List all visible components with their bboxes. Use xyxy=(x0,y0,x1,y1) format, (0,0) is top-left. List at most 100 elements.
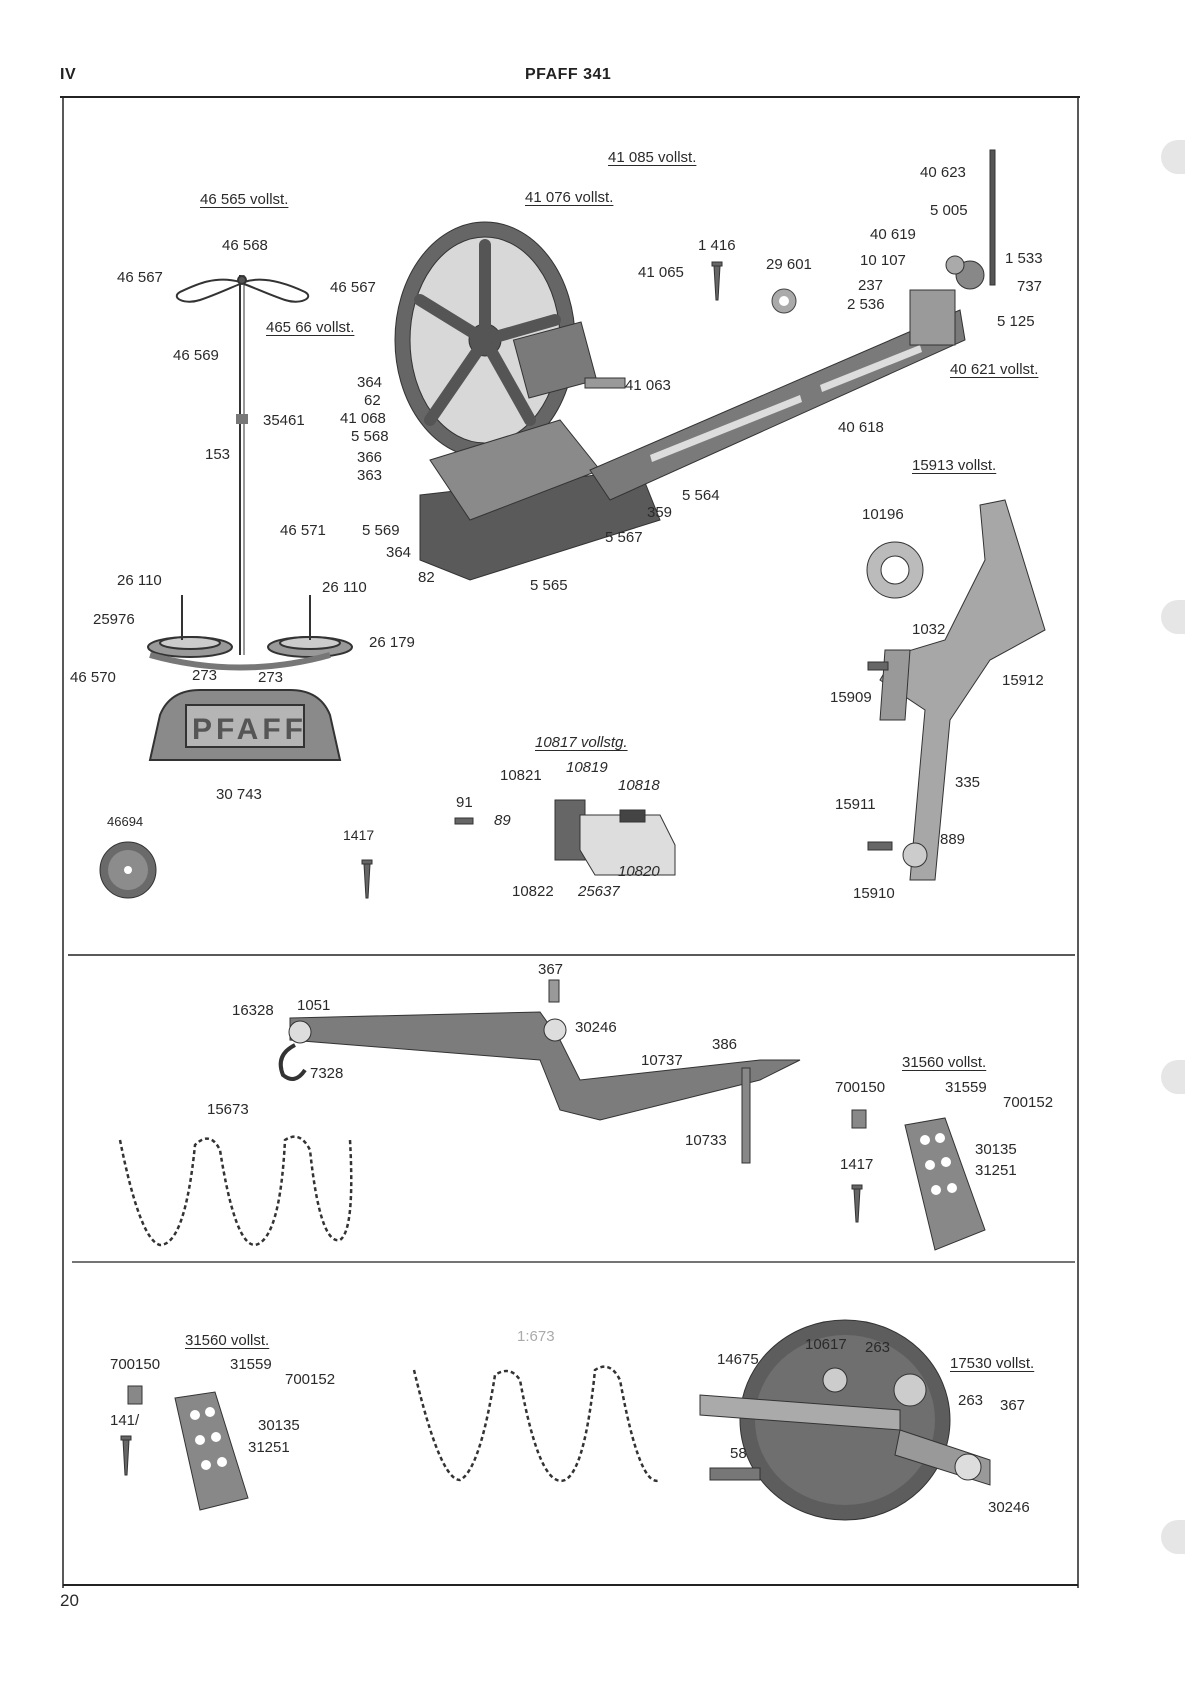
label-spool: 26 179 xyxy=(369,634,415,651)
chain-drawing xyxy=(118,1135,661,1483)
label-base: 30 743 xyxy=(216,786,262,803)
label-clamp: 35461 xyxy=(263,412,305,429)
label-rod: 46 571 xyxy=(280,522,326,539)
label-16328: 16328 xyxy=(232,1002,274,1019)
label-10617: 10617 xyxy=(805,1336,847,1353)
label-1417: 1417 xyxy=(840,1156,874,1173)
label-stand-top: 46 568 xyxy=(222,237,268,254)
label-58: 58 xyxy=(730,1445,747,1462)
label-91: 91 xyxy=(456,794,473,811)
label-700152-2: 700152 xyxy=(285,1371,336,1388)
label-1051: 1051 xyxy=(297,997,331,1014)
label-plate-left: 46 570 xyxy=(70,669,116,686)
label-14675: 14675 xyxy=(717,1351,759,1368)
thread-stand-drawing xyxy=(147,275,353,671)
label-25637: 25637 xyxy=(578,883,620,900)
label-winder-sub-assembly: 41 076 vollst. xyxy=(525,189,614,206)
label-10737: 10737 xyxy=(641,1052,683,1069)
pedal-rod-drawing xyxy=(278,979,801,1164)
label-stand-assembly: 46 565 vollst. xyxy=(200,191,289,208)
label-700152: 700152 xyxy=(1003,1094,1054,1111)
label-knee-lever-assembly: 15913 vollst. xyxy=(912,457,997,474)
label-62: 62 xyxy=(364,392,381,409)
label-364a: 364 xyxy=(357,374,383,391)
washer-drawing xyxy=(771,288,797,314)
label-1032: 1032 xyxy=(912,621,946,638)
label-737: 737 xyxy=(1017,278,1043,295)
label-82: 82 xyxy=(418,569,435,586)
binder-hole xyxy=(1161,1520,1185,1554)
treadle-mechanism-drawing xyxy=(699,1319,991,1521)
label-5565: 5 565 xyxy=(530,577,568,594)
label-31559-2: 31559 xyxy=(230,1356,272,1373)
label-wood-screw: 1417 xyxy=(343,827,375,843)
label-bracket-assembly: 40 621 vollst. xyxy=(950,361,1039,378)
label-30246-2: 30246 xyxy=(988,1499,1030,1516)
label-ring-left: 273 xyxy=(192,667,218,684)
binder-hole xyxy=(1161,140,1185,174)
label-5005: 5 005 xyxy=(930,202,968,219)
label-wheel: 41 065 xyxy=(638,264,684,281)
label-mechanism-assembly: 17530 vollst. xyxy=(950,1355,1035,1372)
label-10733: 10733 xyxy=(685,1132,727,1149)
felt-disc-drawing xyxy=(99,841,157,899)
label-7328: 7328 xyxy=(310,1065,344,1082)
page-number: 20 xyxy=(60,1591,79,1610)
label-screw-1416: 1 416 xyxy=(698,237,736,254)
label-10821: 10821 xyxy=(500,767,542,784)
label-700150-2: 700150 xyxy=(110,1356,161,1373)
label-10822: 10822 xyxy=(512,883,554,900)
label-15909: 15909 xyxy=(830,689,872,706)
label-30246: 30246 xyxy=(575,1019,617,1036)
binder-hole xyxy=(1161,1060,1185,1094)
label-700150: 700150 xyxy=(835,1079,886,1096)
label-40623: 40 623 xyxy=(920,164,966,181)
label-5125: 5 125 xyxy=(997,313,1035,330)
label-89: 89 xyxy=(494,812,511,829)
label-bar: 40 618 xyxy=(838,419,884,436)
label-367-2: 367 xyxy=(1000,1397,1026,1414)
binder-hole xyxy=(1161,600,1185,634)
label-10818: 10818 xyxy=(618,777,660,794)
label-5568: 5 568 xyxy=(351,428,389,445)
label-pedal-assembly-2: 31560 vollst. xyxy=(185,1332,270,1349)
label-5567: 5 567 xyxy=(605,529,643,546)
winder-base-drawing xyxy=(419,321,661,581)
label-2536: 2 536 xyxy=(847,296,885,313)
label-arm-left: 46 567 xyxy=(117,269,163,286)
label-386: 386 xyxy=(712,1036,738,1053)
label-1533: 1 533 xyxy=(1005,250,1043,267)
label-15912: 15912 xyxy=(1002,672,1044,689)
label-364b: 364 xyxy=(386,544,412,561)
label-10196: 10196 xyxy=(862,506,904,523)
label-ring-right: 273 xyxy=(258,669,284,686)
label-10107: 10 107 xyxy=(860,252,906,269)
label-15911: 15911 xyxy=(835,796,876,813)
label-chain: 15673 xyxy=(207,1101,249,1118)
label-rod-top: 46 569 xyxy=(173,347,219,364)
thread-guide-drawing xyxy=(454,799,676,876)
label-pedal-assembly: 31560 vollst. xyxy=(902,1054,987,1071)
label-10819: 10819 xyxy=(566,759,608,776)
page-frame xyxy=(60,96,1080,1588)
label-arm-right: 46 567 xyxy=(330,279,376,296)
label-felt: 46694 xyxy=(107,814,144,829)
label-31559: 31559 xyxy=(945,1079,987,1096)
label-263b: 263 xyxy=(958,1392,984,1409)
label-disc: 25976 xyxy=(93,611,135,628)
wood-screw-drawing xyxy=(120,261,863,1476)
label-366: 366 xyxy=(357,449,383,466)
label-30135-2: 30135 xyxy=(258,1417,300,1434)
label-359: 359 xyxy=(647,504,673,521)
label-40619: 40 619 xyxy=(870,226,916,243)
label-1417-2: 141/ xyxy=(110,1412,140,1429)
label-263a: 263 xyxy=(865,1339,891,1356)
label-stand-sub-assembly: 465 66 vollst. xyxy=(266,319,355,336)
label-5569: 5 569 xyxy=(362,522,400,539)
label-screw: 153 xyxy=(205,446,231,463)
stand-base-drawing xyxy=(148,689,342,761)
label-thread-guide-assembly: 10817 vollstg. xyxy=(535,734,628,751)
label-237: 237 xyxy=(858,277,884,294)
bracket-bar-drawing xyxy=(589,149,996,501)
